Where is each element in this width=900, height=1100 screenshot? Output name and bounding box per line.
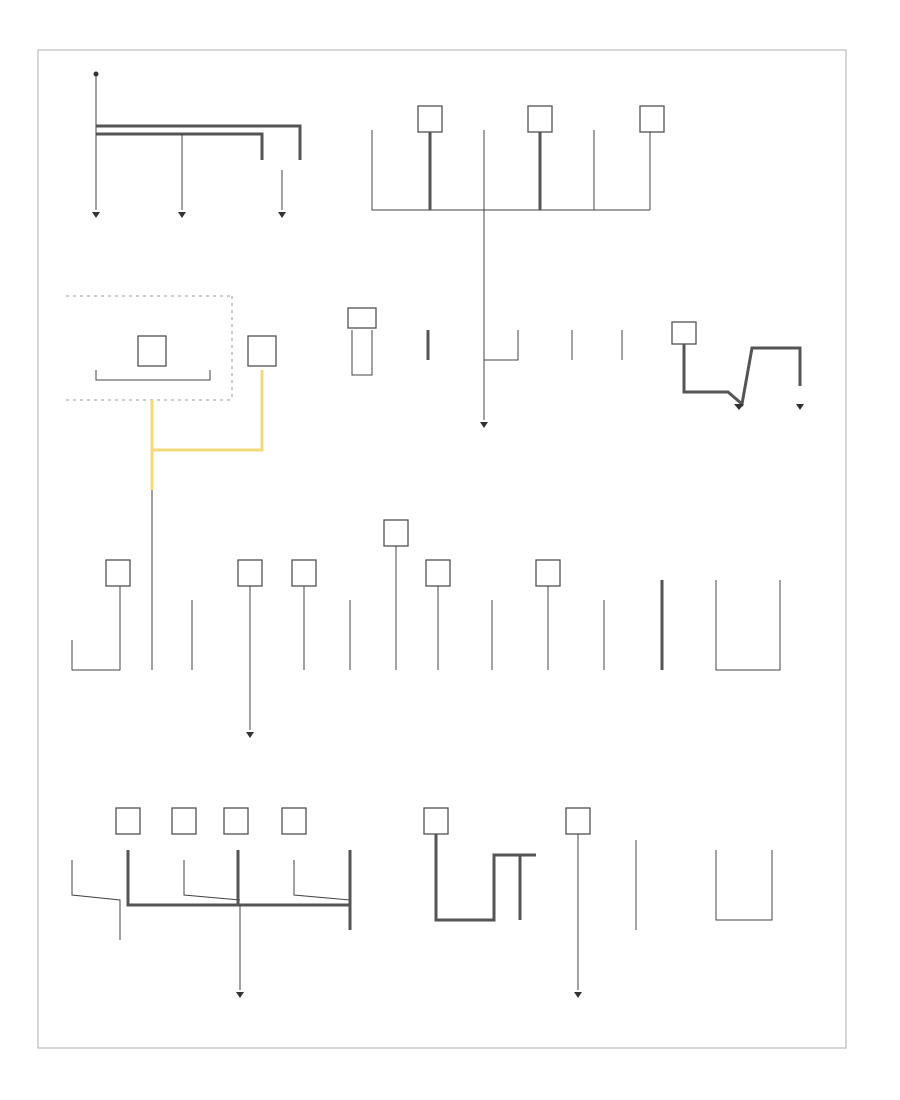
component-box xyxy=(115,807,141,835)
component-box xyxy=(639,105,665,133)
ground-icon xyxy=(236,992,244,998)
ground-icon xyxy=(178,212,186,218)
component-box xyxy=(237,559,263,587)
component-box xyxy=(527,105,553,133)
component-box xyxy=(565,807,591,835)
bottom-row-components xyxy=(71,807,773,998)
component-box xyxy=(281,807,307,835)
middle-right-components xyxy=(347,307,804,410)
top-row-components xyxy=(371,105,665,428)
diagram-frame xyxy=(37,49,847,1049)
component-box xyxy=(223,807,249,835)
ground-icon xyxy=(246,732,254,738)
ground-icon xyxy=(278,212,286,218)
ground-icon xyxy=(574,992,582,998)
component-box xyxy=(417,105,443,133)
component-box xyxy=(535,559,561,587)
component-box xyxy=(171,807,197,835)
battery-ground-section xyxy=(92,71,302,218)
component-box xyxy=(347,307,377,329)
component-box xyxy=(291,559,317,587)
fuse-block-component xyxy=(137,335,167,367)
battery-terminal-icon xyxy=(93,71,99,77)
fuse-block-section xyxy=(66,295,277,670)
component-box xyxy=(423,807,449,835)
component-box xyxy=(425,559,451,587)
fuse-block-component xyxy=(247,335,277,367)
middle-row-components xyxy=(71,519,781,738)
ground-icon xyxy=(734,404,744,410)
component-box xyxy=(105,559,131,587)
component-box xyxy=(671,321,697,345)
ground-icon xyxy=(480,422,488,428)
ground-icon xyxy=(92,212,100,218)
component-box xyxy=(383,519,409,547)
ground-icon xyxy=(796,404,804,410)
